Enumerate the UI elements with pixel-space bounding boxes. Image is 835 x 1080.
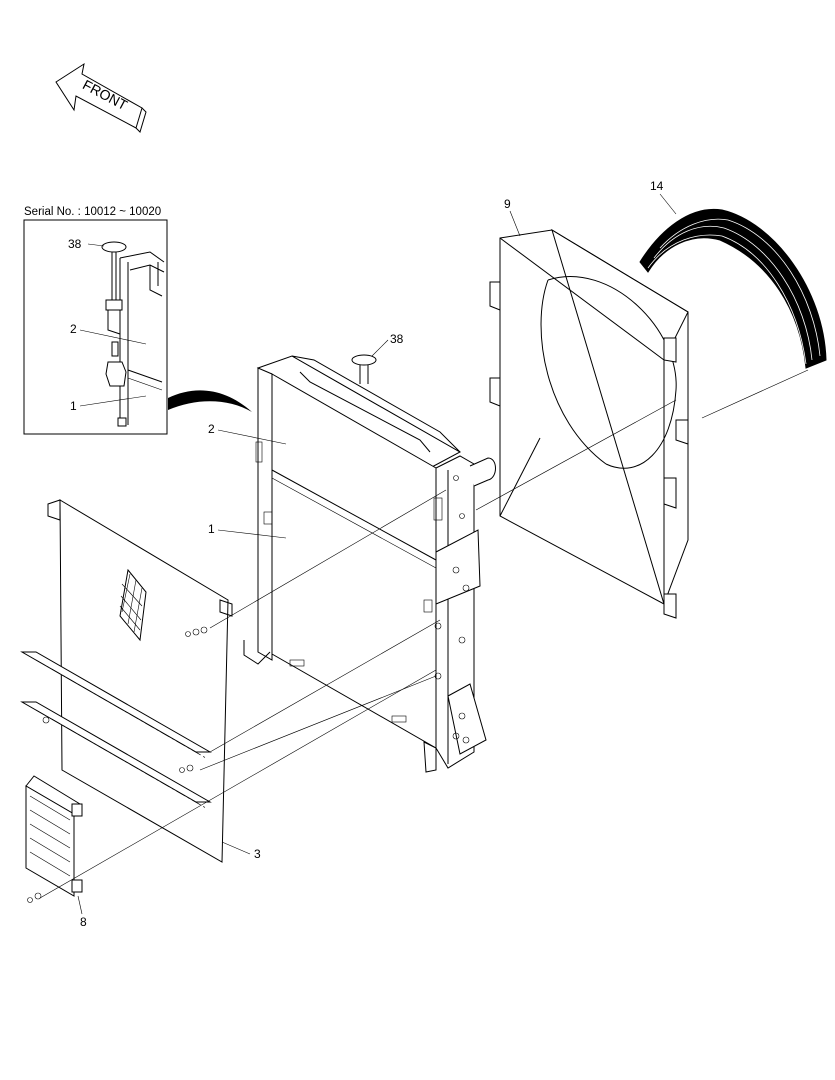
callout-9: 9 [504,197,511,211]
oil-cooler: 8 [25,775,87,929]
radiator-core: 38 2 1 [208,332,496,773]
serial-inset: Serial No. : 10012 ~ 10020 38 2 1 [23,206,168,435]
support-bars [20,651,212,809]
serial-label: Serial No. : 10012 ~ 10020 [24,206,161,218]
fan-shroud: 9 [489,197,689,619]
assembly-lines [39,369,809,899]
detail-pointer [168,390,252,412]
callout-2: 2 [208,422,215,436]
callout-8: 8 [80,915,87,929]
callout-1: 1 [208,522,215,536]
callout-14: 14 [650,179,664,193]
fasteners [27,626,208,903]
front-panel: 3 [47,499,261,863]
inset-callout-1: 1 [70,399,77,413]
callout-3: 3 [254,847,261,861]
fan-guard: 14 [639,179,827,369]
inset-callout-38: 38 [68,237,82,251]
callout-38: 38 [390,332,404,346]
front-arrow: FRONT [55,62,147,133]
inset-callout-2: 2 [70,322,77,336]
